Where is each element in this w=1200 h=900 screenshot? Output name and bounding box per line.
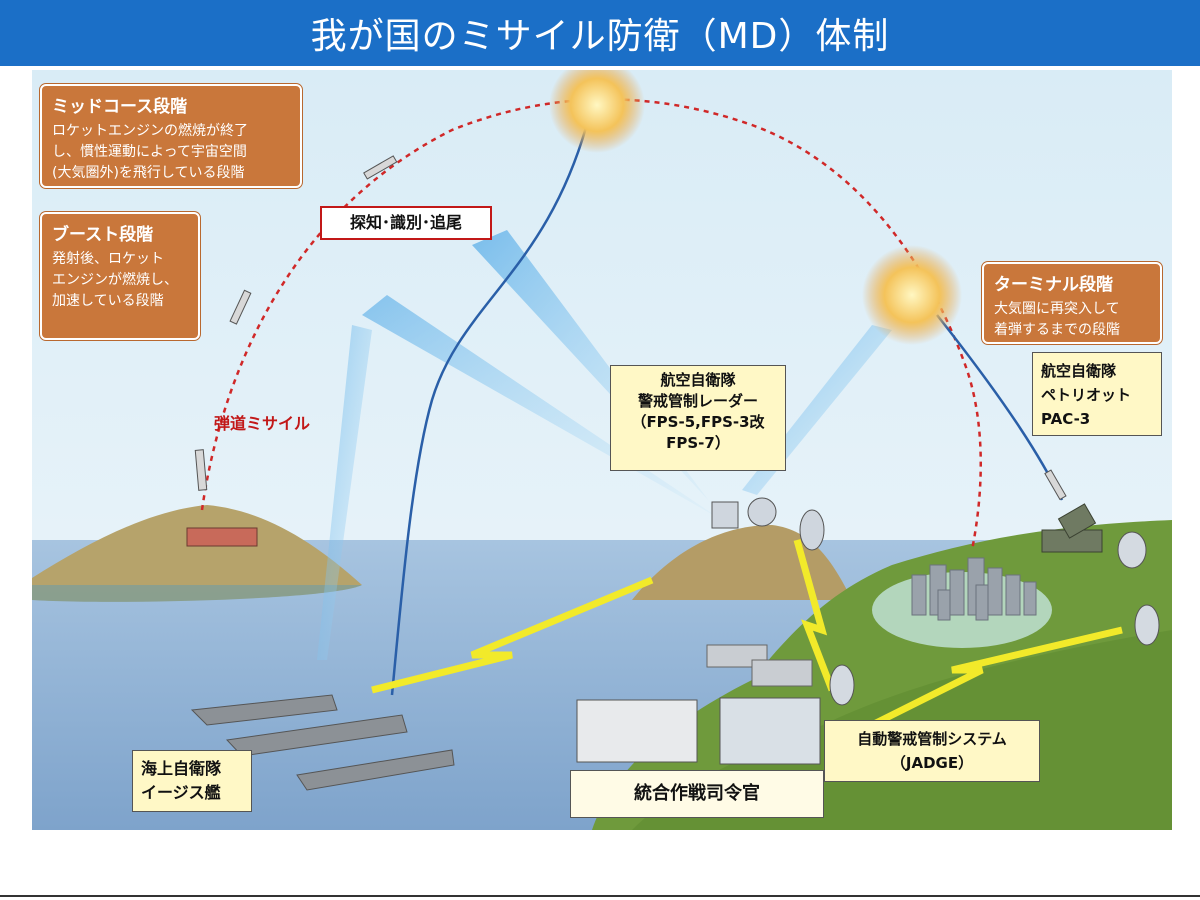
antenna-dishes [829, 531, 1160, 706]
city-buildings [911, 557, 1037, 621]
detect-track-label: 探知･識別･追尾 [320, 206, 492, 240]
boost-phase-description: 発射後、ロケット エンジンが燃焼し、 加速している段階 [52, 251, 178, 309]
boost-phase-heading: ブースト段階 [52, 225, 154, 245]
command-buildings [706, 644, 813, 687]
terminal-intercept-blast [862, 245, 962, 345]
radar-sites [711, 497, 825, 551]
bottom-divider [0, 895, 1200, 897]
radar-label: 航空自衛隊 警戒管制レーダー （FPS-5,FPS-3改 FPS-7） [610, 365, 786, 471]
interceptor-path [390, 104, 594, 696]
joint-commander-label: 統合作戦司令官 [570, 770, 824, 818]
terminal-phase-box: ターミナル段階 大気圏に再突入して 着弾するまでの段階 [982, 262, 1162, 344]
midcourse-phase-heading: ミッドコース段階 [52, 97, 188, 117]
patriot-label: 航空自衛隊 ペトリオット PAC-3 [1032, 352, 1162, 436]
page-title: 我が国のミサイル防衛（MD）体制 [0, 0, 1200, 66]
patriot-battery [1041, 503, 1103, 553]
terminal-phase-heading: ターミナル段階 [994, 275, 1113, 295]
aegis-label: 海上自衛隊 イージス艦 [132, 750, 252, 812]
midcourse-phase-box: ミッドコース段階 ロケットエンジンの燃焼が終了 し、慣性運動によって宇宙空間 (… [40, 84, 302, 188]
command-room-photo-2 [719, 697, 821, 765]
jadge-label: 自動警戒管制システム （JADGE） [824, 720, 1040, 782]
terminal-phase-description: 大気圏に再突入して 着弾するまでの段階 [994, 301, 1120, 338]
comm-link-ship [371, 576, 654, 694]
missile-launcher [186, 527, 258, 547]
comm-link-patriot [860, 626, 1123, 734]
missiles [194, 155, 1067, 501]
md-diagram-scene: ミッドコース段階 ロケットエンジンの燃焼が終了 し、慣性運動によって宇宙空間 (… [32, 70, 1172, 830]
aegis-beam [317, 325, 372, 660]
comm-link-radar [793, 539, 836, 692]
midcourse-phase-description: ロケットエンジンの燃焼が終了 し、慣性運動によって宇宙空間 (大気圏外)を飛行し… [52, 123, 248, 181]
midcourse-intercept-blast [549, 70, 645, 153]
ballistic-missile-label: 弾道ミサイル [214, 414, 311, 433]
boost-phase-box: ブースト段階 発射後、ロケット エンジンが燃焼し、 加速している段階 [40, 212, 200, 340]
command-room-photo-1 [576, 699, 698, 763]
